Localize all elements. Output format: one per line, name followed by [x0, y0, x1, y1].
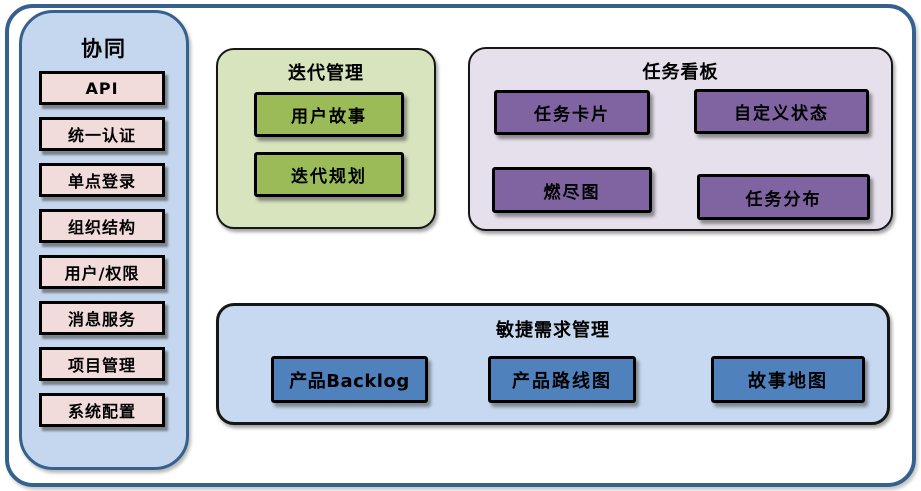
sidebar-item-user-permission: 用户/权限	[39, 255, 165, 289]
kanban-group-title: 任务看板	[642, 62, 719, 83]
node-task-card: 任务卡片	[494, 90, 650, 135]
node-product-backlog: 产品Backlog	[271, 356, 428, 403]
agile-requirements-group: 敏捷需求管理 产品Backlog 产品路线图 故事地图	[216, 303, 890, 425]
sidebar-item-org-structure: 组织结构	[39, 209, 165, 243]
node-product-roadmap: 产品路线图	[488, 356, 636, 403]
sidebar-item-message-service: 消息服务	[39, 301, 165, 335]
sidebar-item-system-config: 系统配置	[39, 393, 165, 427]
node-story-map: 故事地图	[711, 356, 865, 403]
iteration-group-title: 迭代管理	[288, 63, 364, 84]
sidebar-item-unified-auth: 统一认证	[39, 117, 165, 151]
sidebar-item-sso: 单点登录	[39, 163, 165, 197]
node-task-distribution: 任务分布	[697, 174, 870, 220]
diagram-outer-frame	[5, 4, 916, 487]
sidebar-item-project-mgmt: 项目管理	[39, 347, 165, 381]
node-user-story: 用户故事	[254, 92, 404, 137]
node-iteration-planning: 迭代规划	[254, 152, 404, 197]
sidebar-item-api: API	[39, 71, 165, 105]
sidebar-item-list: API 统一认证 单点登录 组织结构 用户/权限 消息服务 项目管理 系统配置	[39, 71, 165, 427]
sidebar-title: 协同	[81, 37, 127, 61]
task-kanban-group: 任务看板 任务卡片 自定义状态 燃尽图 任务分布	[468, 47, 893, 231]
node-custom-status: 自定义状态	[694, 89, 869, 134]
node-burndown-chart: 燃尽图	[492, 167, 652, 213]
iteration-management-group: 迭代管理 用户故事 迭代规划	[216, 48, 436, 229]
collaboration-sidebar: 协同 API 统一认证 单点登录 组织结构 用户/权限 消息服务 项目管理 系统…	[19, 10, 189, 470]
requirements-group-title: 敏捷需求管理	[496, 320, 610, 341]
